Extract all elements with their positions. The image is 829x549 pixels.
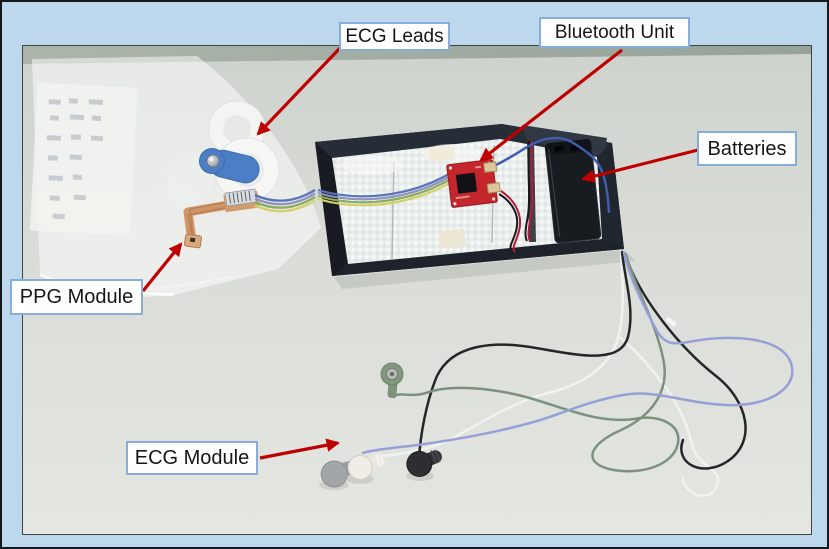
label-ecg-leads: ECG Leads <box>339 22 450 51</box>
ppg-sensor-tip <box>184 233 202 249</box>
tape-strip <box>438 228 467 249</box>
cable-tie <box>665 316 677 327</box>
paper-print-marks <box>46 98 104 220</box>
battery-pack <box>544 138 602 244</box>
green-snap-connector <box>380 362 404 399</box>
ppg-flex-sensor <box>183 188 260 249</box>
label-bluetooth-unit: Bluetooth Unit <box>539 17 690 48</box>
ribbon-inside-box <box>317 173 451 207</box>
tape-strip <box>428 145 456 163</box>
label-ppg-module: PPG Module <box>10 279 143 315</box>
ecg-lead-connectors <box>319 362 442 490</box>
pcb-connector <box>483 161 498 173</box>
pcb-connector <box>486 182 501 194</box>
electrode-snap-stud <box>206 154 220 168</box>
pcb-chip <box>456 172 477 194</box>
ecg-electrodes <box>148 100 280 231</box>
box-shadow <box>334 250 636 289</box>
bluetooth-pcb <box>446 159 501 208</box>
white-lead-connector <box>347 453 386 480</box>
label-ecg-module: ECG Module <box>126 441 258 475</box>
printed-paper <box>29 82 138 236</box>
power-wires <box>498 140 534 253</box>
sensor-ribbon-cable <box>254 188 316 213</box>
ecg-cable-tangle <box>361 249 794 497</box>
black-lead-connector <box>406 449 442 477</box>
label-batteries: Batteries <box>697 131 797 166</box>
